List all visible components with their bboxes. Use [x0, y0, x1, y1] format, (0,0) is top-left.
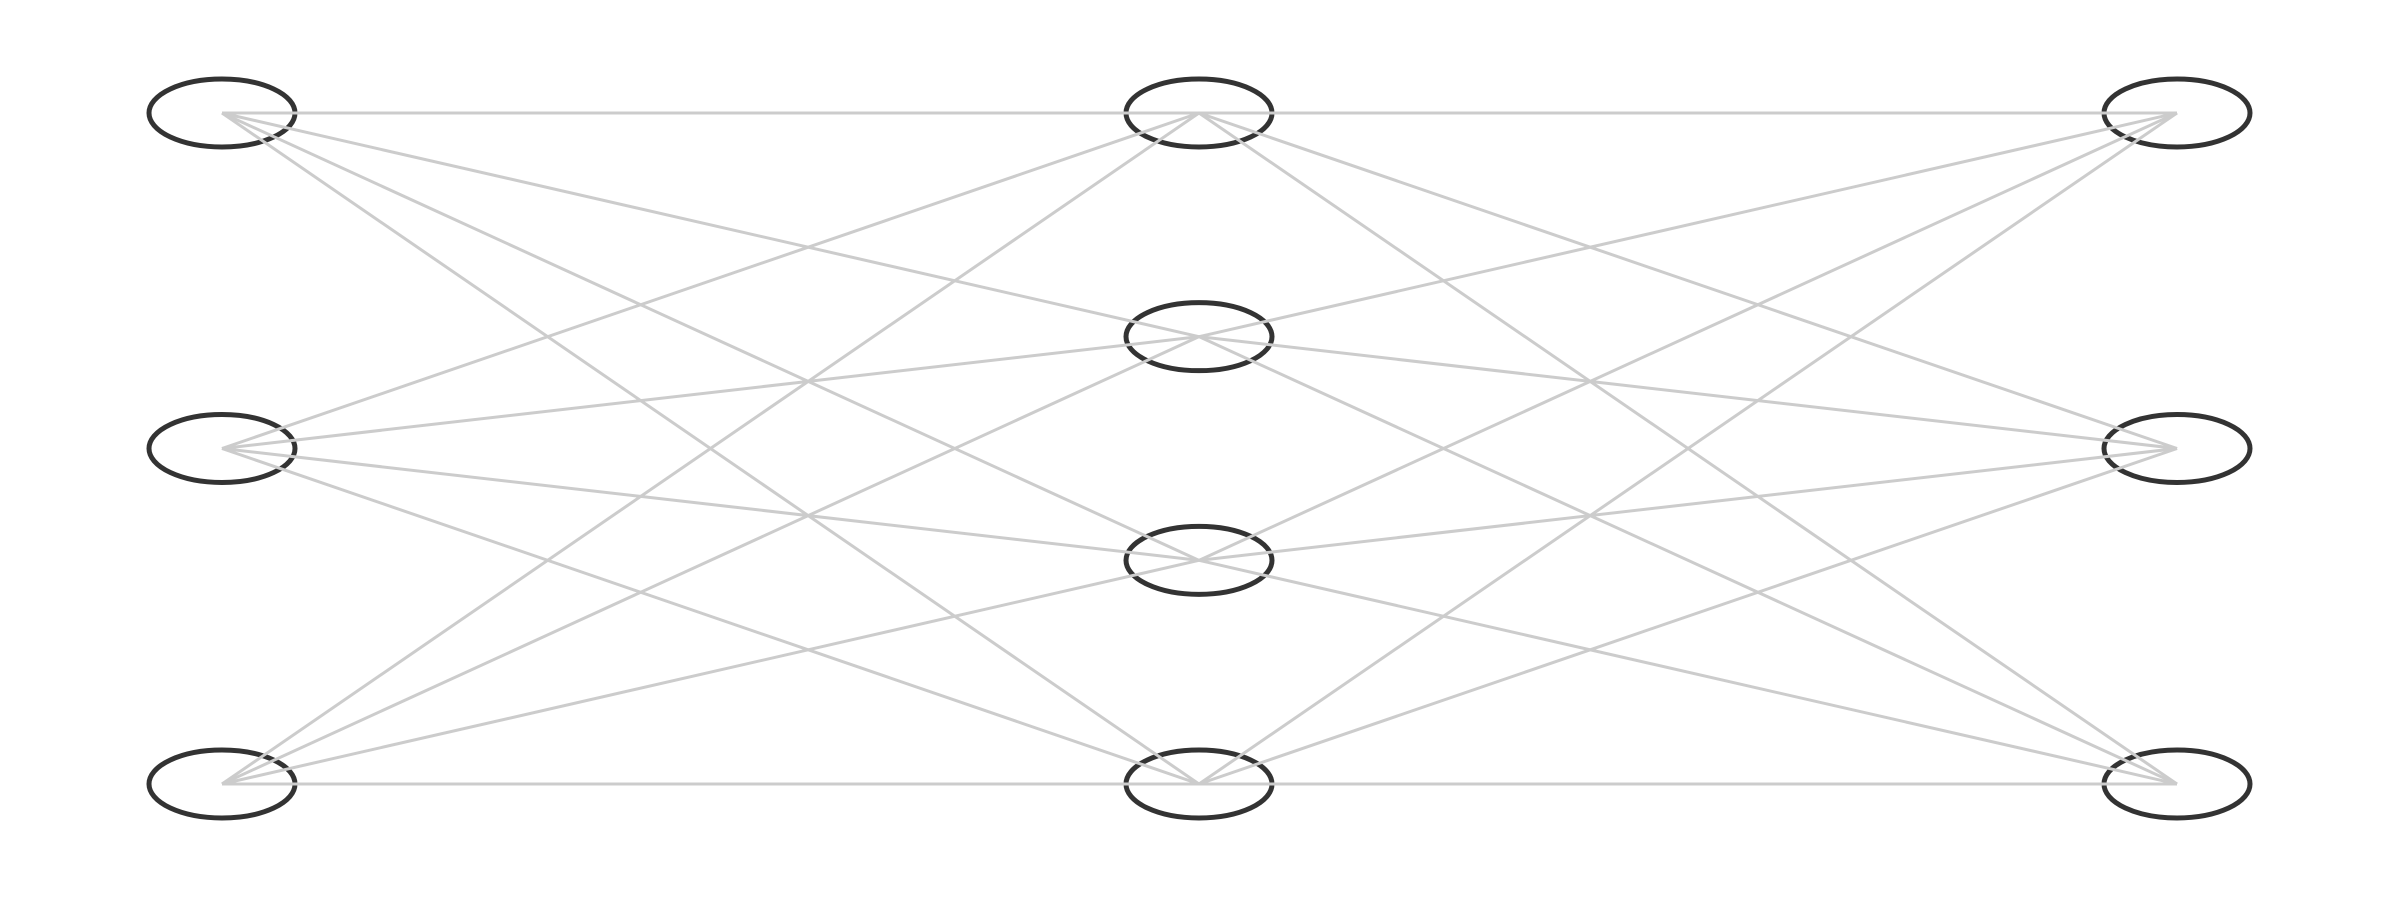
edge-l1n1-l2n0: [1198, 111, 2178, 339]
edge-l0n2-l1n1: [221, 335, 1200, 786]
edge-l0n0-l1n1: [221, 111, 1200, 339]
nodes-group: [146, 76, 2253, 821]
edge-l1n3-l2n0: [1198, 111, 2178, 786]
edge-l0n1-l1n0: [221, 111, 1200, 450]
edge-l0n1-l1n1: [221, 335, 1200, 450]
edge-l0n2-l1n2: [221, 558, 1200, 786]
edge-l0n1-l1n3: [221, 447, 1200, 786]
edges-group: [221, 111, 2178, 786]
edge-l1n1-l2n1: [1198, 335, 2178, 450]
edge-l0n0-l1n2: [221, 111, 1200, 562]
edge-l1n1-l2n2: [1198, 335, 2178, 786]
edge-l1n2-l2n2: [1198, 558, 2178, 786]
edge-l1n2-l2n0: [1198, 111, 2178, 562]
edge-l1n0-l2n1: [1198, 111, 2178, 450]
edge-l0n2-l1n0: [221, 111, 1200, 786]
edge-l1n3-l2n1: [1198, 447, 2178, 786]
edge-l1n2-l2n1: [1198, 447, 2178, 562]
edge-l0n1-l1n2: [221, 447, 1200, 562]
